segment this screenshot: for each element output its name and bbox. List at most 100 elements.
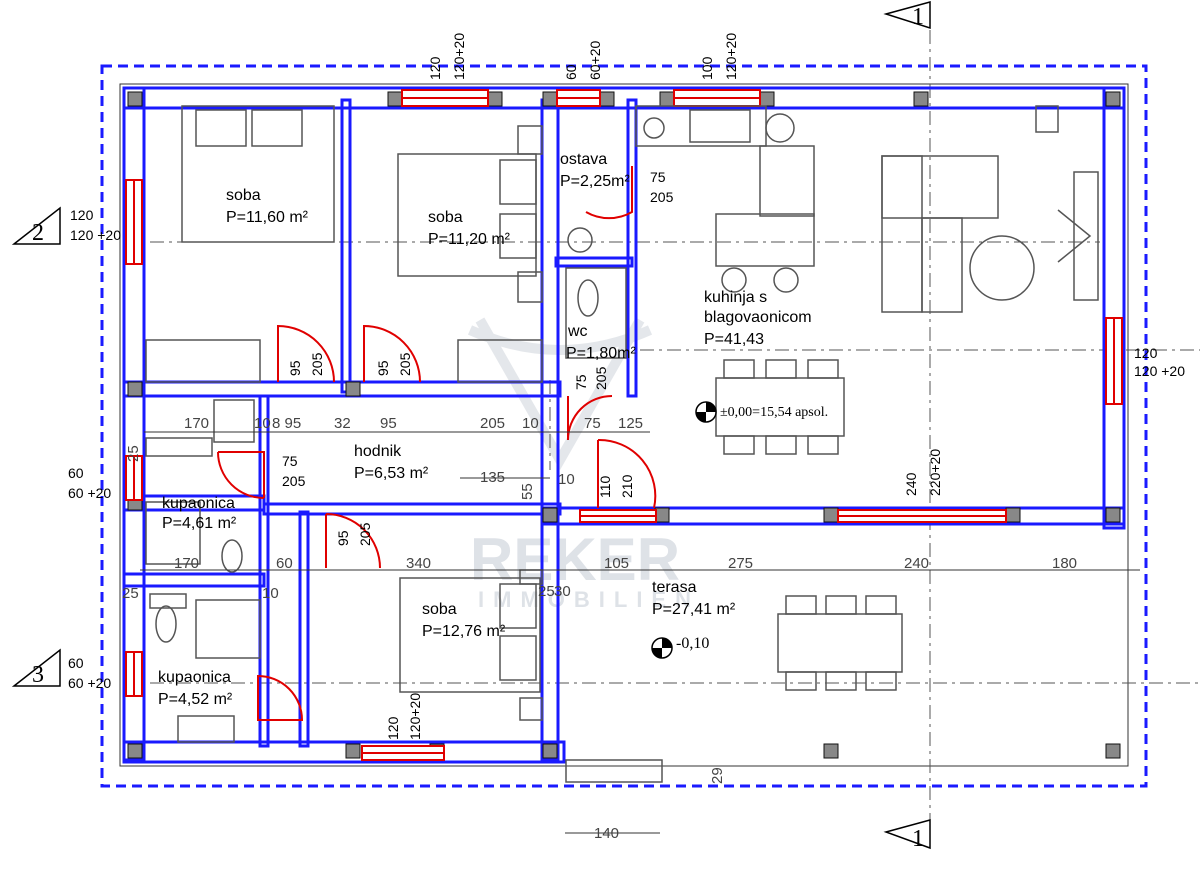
opening-labels: 120 120+20 60 60+20 100 120+20 120 120 +…	[68, 33, 1185, 740]
dim-value: 240	[904, 555, 929, 572]
room-name: soba	[226, 187, 261, 204]
door-height: 205	[309, 352, 325, 376]
room-area: P=2,25m²	[560, 173, 630, 190]
section-left-lower-label: 3	[32, 662, 44, 688]
door-width: 75	[282, 453, 298, 469]
dim-value: 25	[538, 583, 555, 600]
door-width: 75	[573, 374, 589, 390]
dim-value: 170	[184, 415, 209, 432]
dim-value: 55	[519, 483, 536, 500]
window-width: 60	[68, 465, 84, 481]
room-name: hodnik	[354, 443, 402, 460]
room-area: P=6,53 m²	[354, 465, 429, 482]
window-width: 120	[70, 207, 94, 223]
dimension-values: 170 10 8 95 32 95 205 10 75 125 135 55 1…	[122, 415, 1077, 842]
dim-value: 25	[122, 585, 139, 602]
window-height: 60+20	[587, 40, 603, 80]
dim-value: 95	[380, 415, 397, 432]
room-labels: soba P=11,60 m² soba P=11,20 m² ostava P…	[158, 151, 812, 708]
door-height: 210	[619, 474, 635, 498]
dimension-lines	[140, 431, 1140, 834]
door-height: 205	[357, 522, 373, 546]
window-width: 120	[427, 56, 443, 80]
dim-value: 32	[334, 415, 351, 432]
section-markers	[11, 1, 931, 850]
room-name: kuhinja s	[704, 289, 767, 306]
windows	[125, 89, 1123, 761]
room-area: P=12,76 m²	[422, 623, 506, 640]
door-height: 205	[650, 189, 674, 205]
watermark-name: REKER	[470, 526, 680, 593]
room-name: kupaonica	[158, 669, 231, 686]
door-width: 110	[597, 475, 613, 498]
door-width: 95	[335, 530, 351, 546]
window-height: 120 +20	[1134, 363, 1185, 379]
dim-value: 10	[254, 415, 271, 432]
level-symbols: ±0,00=15,54 apsol. -0,10	[651, 401, 828, 659]
dim-value: 75	[584, 415, 601, 432]
window-height: 60 +20	[68, 675, 111, 691]
room-name: terasa	[652, 579, 697, 596]
door-height: 205	[593, 366, 609, 390]
window-width: 60	[563, 64, 579, 80]
room-area: P=27,41 m²	[652, 601, 736, 618]
window-width: 100	[699, 56, 715, 80]
dim-value: 60	[276, 555, 293, 572]
dim-value: 275	[728, 555, 753, 572]
window-height: 120 +20	[70, 227, 121, 243]
terrace-door-width: 240	[903, 472, 919, 496]
dim-value: 135	[480, 469, 505, 486]
door-height: 205	[397, 352, 413, 376]
door-width: 95	[375, 360, 391, 376]
door-width: 95	[287, 360, 303, 376]
dim-value: 105	[604, 555, 629, 572]
dim-value: 10	[558, 471, 575, 488]
section-left-upper-label: 2	[32, 220, 44, 246]
dim-value: 10	[522, 415, 539, 432]
terrace-level: -0,10	[676, 635, 709, 652]
door-swings	[217, 166, 657, 721]
dim-value: 29	[709, 767, 726, 784]
dim-value: 180	[1052, 555, 1077, 572]
dim-value: 340	[406, 555, 431, 572]
window-height: 120+20	[407, 693, 423, 740]
window-width: 120	[385, 716, 401, 740]
building-outline	[100, 64, 1148, 788]
dim-value: 10	[262, 585, 279, 602]
room-name: wc	[567, 323, 588, 340]
door-width: 75	[650, 169, 666, 185]
room-name: soba	[428, 209, 463, 226]
terrace-door-height: 220+20	[927, 449, 943, 496]
dim-value: 25	[125, 445, 142, 462]
dim-value: 205	[480, 415, 505, 432]
window-height: 120+20	[451, 33, 467, 80]
wall-hatches	[127, 91, 1121, 759]
dim-value: 30	[554, 583, 571, 600]
window-height: 60 +20	[68, 485, 111, 501]
watermark: REKER IMMOBILIEN	[467, 317, 700, 612]
room-name: ostava	[560, 151, 607, 168]
dim-value: 125	[618, 415, 643, 432]
room-area: P=11,60 m²	[226, 209, 309, 226]
room-area: P=1,80m²	[566, 345, 636, 362]
room-name: kupaonica	[162, 495, 235, 512]
dim-value: 170	[174, 555, 199, 572]
window-width: 60	[68, 655, 84, 671]
room-area: P=41,43	[704, 331, 764, 348]
door-height: 205	[282, 473, 306, 489]
dim-value: 8 95	[272, 415, 301, 432]
slab-outline	[119, 83, 1129, 767]
room-area: P=4,52 m²	[158, 691, 233, 708]
window-height: 120+20	[723, 33, 739, 80]
room-name: soba	[422, 601, 457, 618]
section-bottom-label: 1	[912, 826, 924, 852]
room-area: P=11,20 m²	[428, 231, 511, 248]
section-top-label: 1	[912, 4, 924, 30]
dim-value: 140	[594, 825, 619, 842]
room-name-line2: blagovaonicom	[704, 309, 812, 326]
watermark-sub: IMMOBILIEN	[478, 587, 700, 612]
furniture	[145, 105, 1099, 783]
room-area: P=4,61 m²	[162, 515, 237, 532]
window-width: 120	[1134, 345, 1158, 361]
